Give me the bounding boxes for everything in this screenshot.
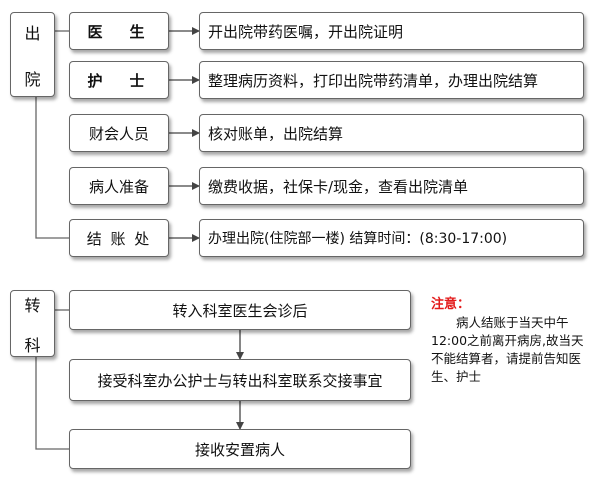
role-nurse: 护 士 [69, 61, 169, 99]
role-doctor: 医 生 [69, 12, 169, 50]
notice-title: 注意： [431, 297, 471, 312]
transfer-step-2: 接受科室办公护士与转出科室联系交接事宜 [69, 359, 411, 401]
notice: 注意： 病人结账于当天中午12:00之前离开病房,故当天不能结算者，请提前告知医… [431, 296, 591, 386]
transfer-step-3: 接收安置病人 [69, 429, 411, 469]
task-accountant: 核对账单，出院结算 [199, 114, 584, 152]
task-cashier: 办理出院(住院部一楼) 结算时间：(8:30-17:00) [199, 219, 584, 257]
task-doctor: 开出院带药医嘱，开出院证明 [199, 12, 584, 50]
role-accountant: 财会人员 [69, 114, 169, 152]
transfer-label-char-1: 转 [24, 295, 41, 315]
role-cashier: 结 账 处 [69, 219, 169, 257]
transfer-label-char-2: 科 [24, 335, 41, 355]
discharge-label-char-2: 院 [24, 69, 41, 89]
discharge-label-char-1: 出 [24, 23, 41, 43]
task-patient: 缴费收据，社保卡/现金，查看出院清单 [199, 167, 584, 205]
transfer-label: 转 科 [10, 290, 55, 357]
notice-body: 病人结账于当天中午12:00之前离开病房,故当天不能结算者，请提前告知医生、护士 [431, 315, 584, 384]
discharge-label: 出 院 [10, 12, 55, 97]
transfer-step-1: 转入科室医生会诊后 [69, 290, 411, 330]
role-patient: 病人准备 [69, 167, 169, 205]
task-nurse: 整理病历资料，打印出院带药清单，办理出院结算 [199, 61, 584, 99]
